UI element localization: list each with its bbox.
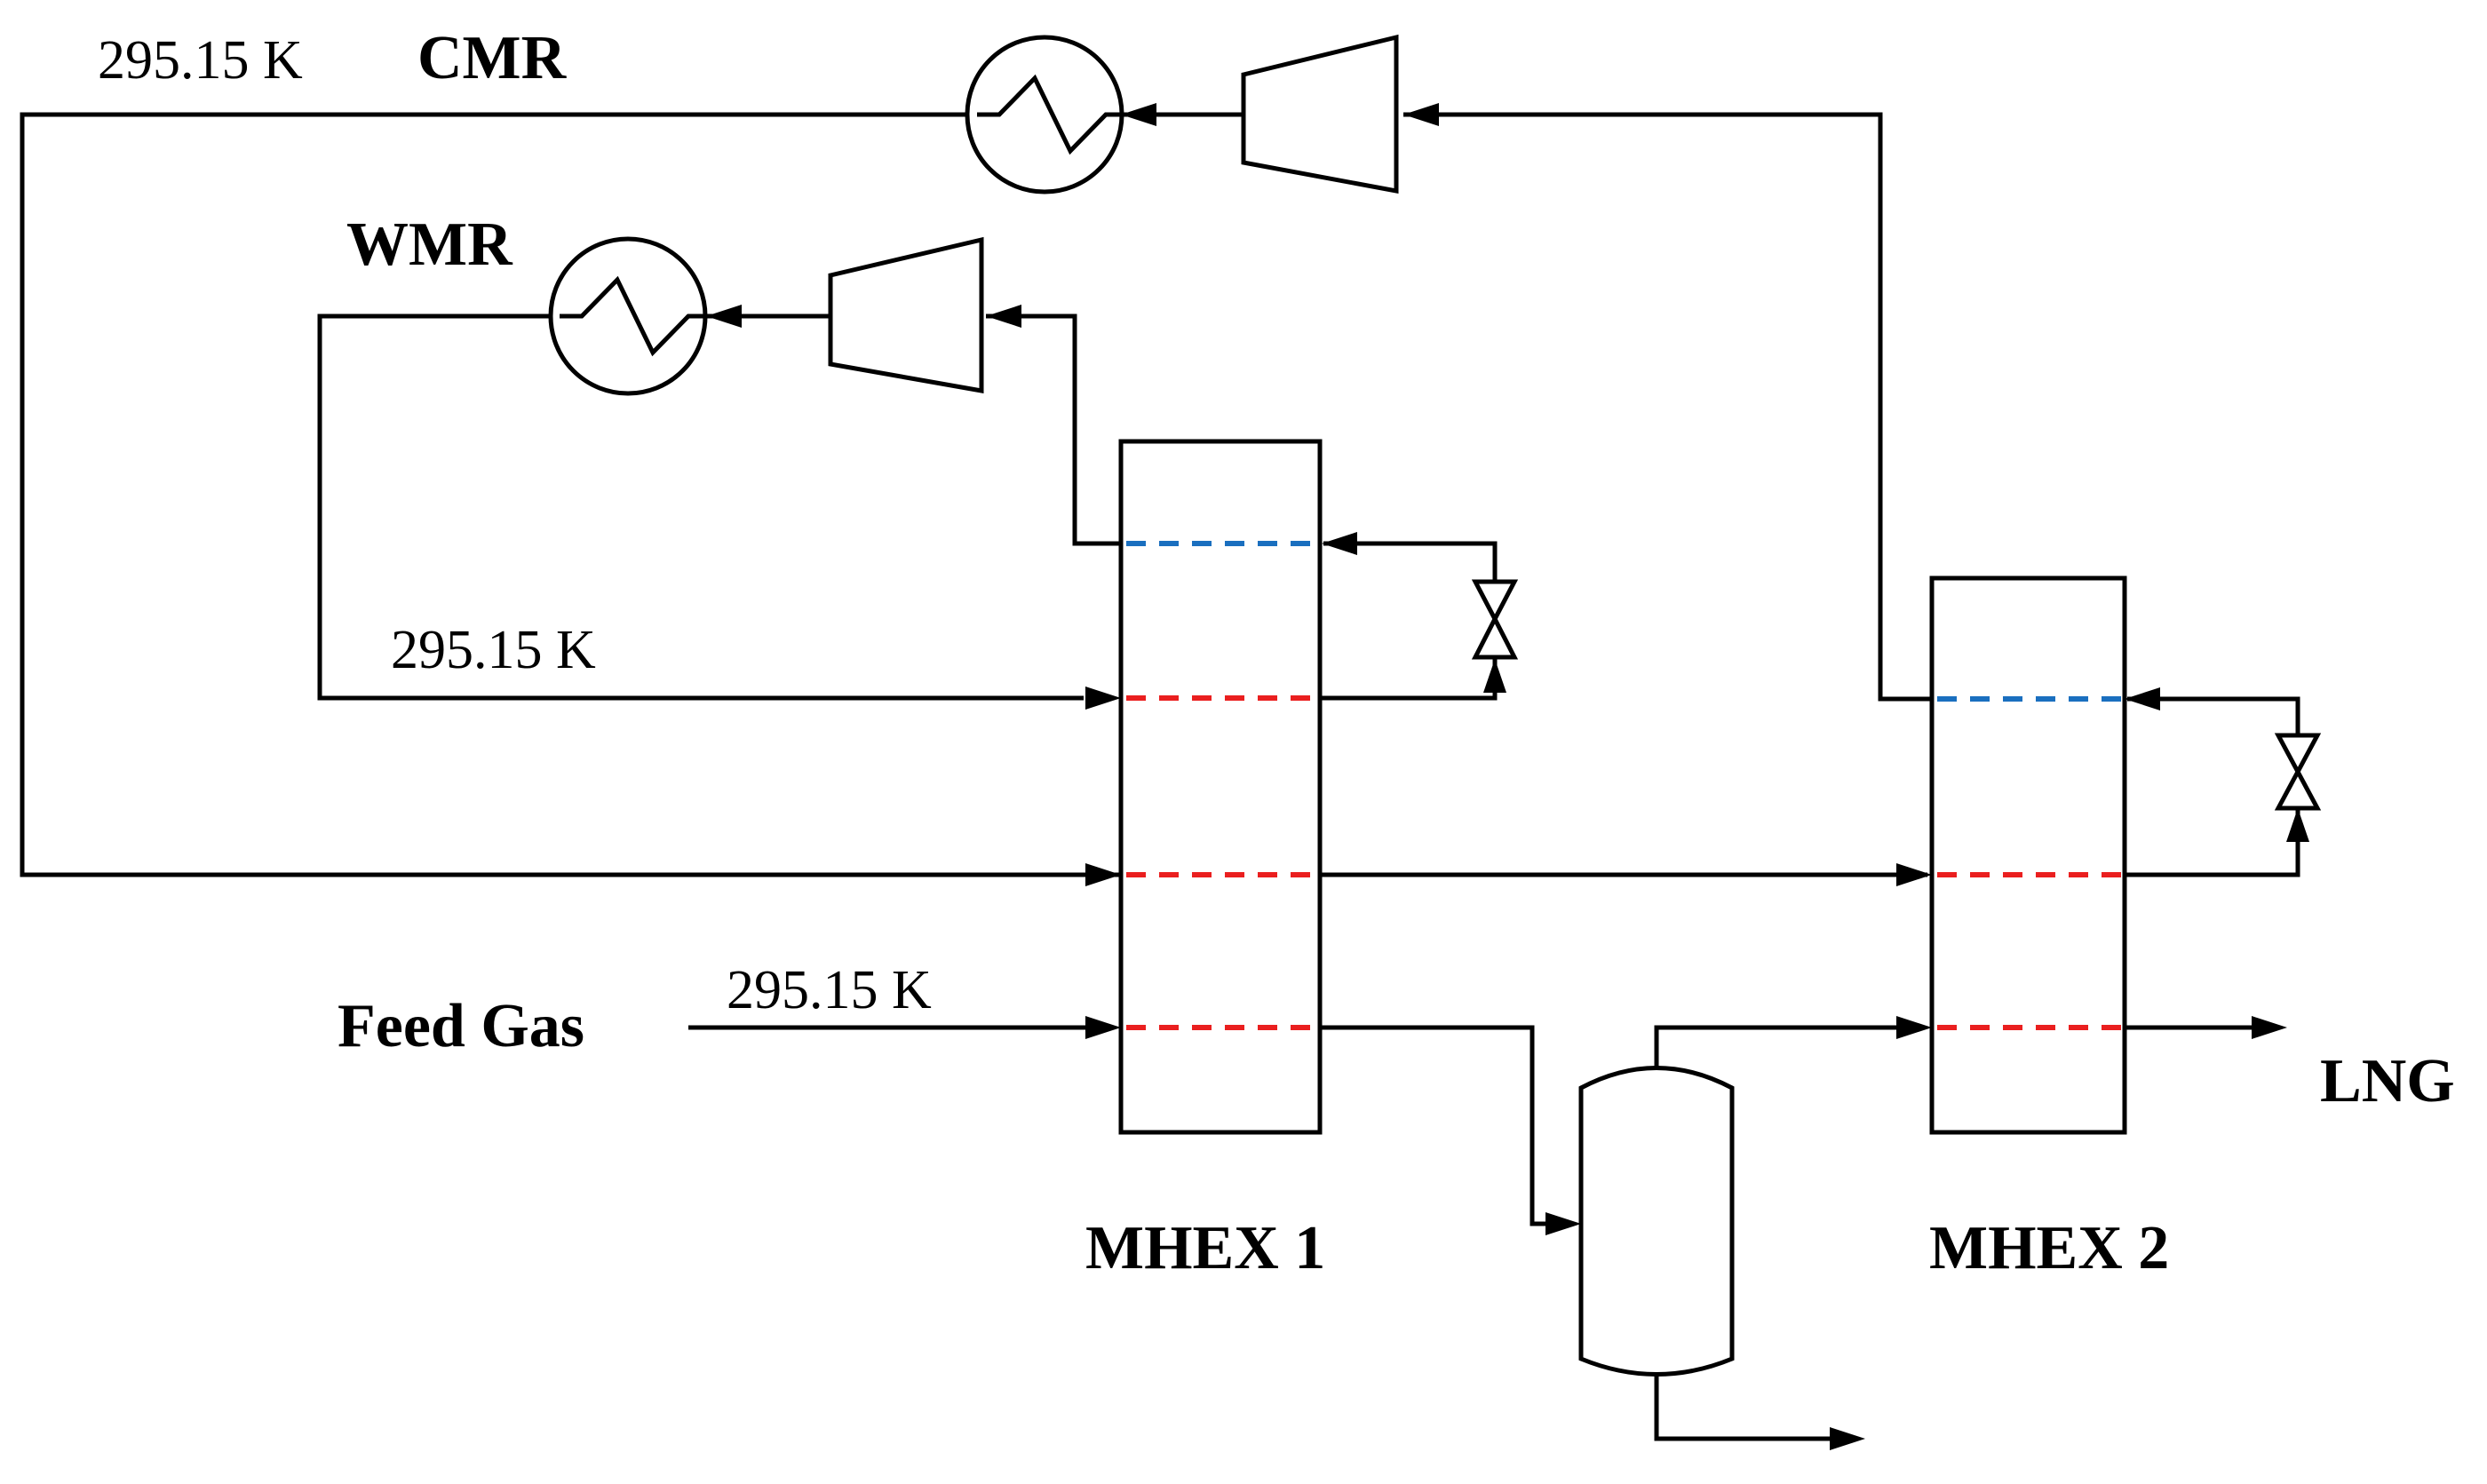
cmr-loop [20, 34, 2322, 886]
wmr-expansion-line [1320, 659, 1498, 701]
wmr-return-line [986, 313, 1121, 546]
arrowhead [1322, 532, 1357, 555]
arrowhead [1403, 103, 1439, 126]
wmr-valve-icon [1471, 579, 1519, 660]
arrowhead [1830, 1427, 1865, 1450]
mhex2 [1929, 575, 2127, 1135]
cmr-supply-line [20, 112, 1075, 877]
wmr-label: WMR [346, 210, 513, 279]
arrowhead [1085, 686, 1121, 710]
mhex1-label: MHEX 1 [1085, 1214, 1325, 1282]
wmr-compressor-icon [828, 236, 984, 393]
arrowhead [986, 305, 1021, 328]
mhex1-body [1118, 439, 1323, 1135]
separator-vapor-line [1654, 1025, 1901, 1067]
feed-gas-label: Feed Gas [338, 992, 584, 1060]
separator-drum-icon [1578, 1066, 1735, 1377]
cmr-valve-outlet-line [2127, 696, 2300, 735]
wmr-loop [317, 236, 1519, 710]
arrowhead [1545, 1212, 1581, 1235]
lng-label: LNG [2320, 1047, 2455, 1115]
feed-gas-path [688, 1016, 2287, 1450]
wmr-temperature-label: 295.15 K [391, 620, 596, 680]
cmr-temperature-label: 295.15 K [98, 30, 303, 91]
wmr-valve-outlet-line [1323, 541, 1498, 582]
arrowhead [1121, 103, 1156, 126]
wmr-supply-line [317, 313, 1084, 701]
cmr-label: CMR [417, 24, 568, 92]
feed-to-separator-line [1320, 1025, 1545, 1226]
cmr-expansion-line [2123, 808, 2300, 877]
cmr-valve-icon [2274, 733, 2322, 811]
arrowhead [1896, 1016, 1932, 1039]
feed-temperature-label: 295.15 K [727, 960, 932, 1020]
arrowhead [2286, 808, 2309, 842]
mhex2-body [1929, 575, 2127, 1135]
mhex1 [1118, 439, 1323, 1135]
arrowhead [2252, 1016, 2287, 1039]
arrowhead [2125, 687, 2160, 710]
wmr-cooler-icon [548, 236, 708, 396]
arrowhead [1085, 1016, 1121, 1039]
cmr-cooler-icon [965, 35, 1124, 194]
arrowhead [1483, 659, 1506, 693]
arrowhead [706, 305, 742, 328]
cmr-return-line [1403, 112, 1932, 702]
separator-liquid-line [1654, 1369, 1834, 1441]
arrowhead [1896, 863, 1932, 886]
cmr-compressor-icon [1241, 34, 1399, 194]
mhex2-label: MHEX 2 [1929, 1214, 2169, 1282]
